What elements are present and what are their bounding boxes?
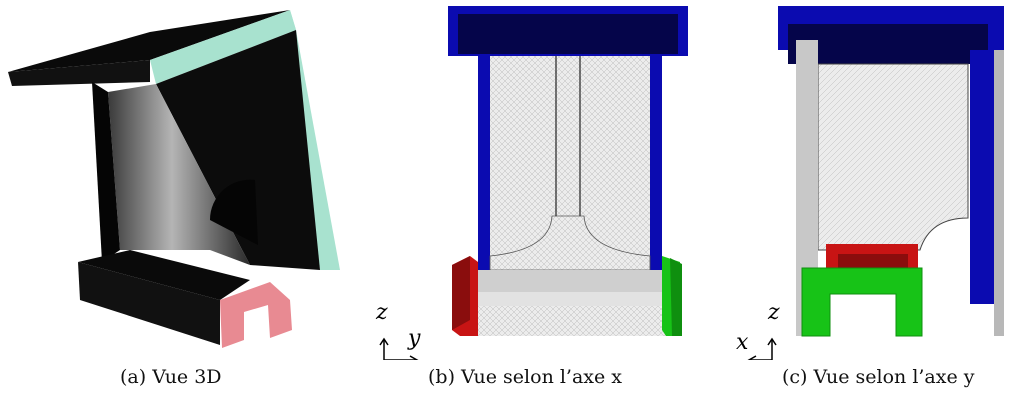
axis-triad-b: [379, 337, 419, 360]
part-3d-render: [8, 10, 340, 348]
top-flange-dark: [458, 14, 678, 54]
mesh-view-x: [379, 6, 688, 360]
top-flange-front: [8, 60, 150, 86]
web-edge: [92, 82, 120, 262]
right-column-blue: [650, 56, 662, 306]
axis-label-z-b: z: [376, 300, 388, 325]
axis-label-z-c: z: [768, 300, 780, 325]
panel-view-x: z y (b) Vue selon l’axe x: [340, 0, 700, 404]
green-support-shade: [670, 258, 682, 336]
red-support-shade: [452, 256, 470, 330]
right-plate: [290, 10, 340, 270]
mesh-web: [556, 56, 580, 216]
mesh-left-panel: [490, 56, 556, 256]
bottom-layer-1: [472, 270, 668, 292]
top-flange-dark-c: [788, 24, 988, 64]
bottom-layer-2: [468, 292, 676, 306]
caption-c: (c) Vue selon l’axe y: [782, 366, 975, 388]
mesh-view-y: [747, 6, 1004, 360]
caption-b: (b) Vue selon l’axe x: [428, 366, 622, 388]
bottom-flange: [78, 250, 250, 300]
red-support-c-dark: [838, 254, 908, 268]
bottom-flange-front: [78, 262, 220, 345]
pink-support: [220, 282, 292, 348]
mint-face: [150, 10, 296, 84]
mesh-web-c: [817, 63, 969, 251]
bottom-layer-3: [470, 306, 674, 336]
green-support-c: [801, 267, 923, 337]
panel-3d-view: (a) Vue 3D: [0, 0, 340, 404]
left-edge-gray-c: [796, 40, 818, 336]
web-fillet: [489, 215, 651, 271]
panel-view-y: z x (c) Vue selon l’axe y: [700, 0, 1010, 404]
mesh-right-panel: [580, 56, 650, 256]
right-plate-side: [156, 30, 320, 270]
right-column-gray-c: [994, 50, 1004, 336]
cutout: [209, 179, 258, 245]
left-column-blue: [478, 56, 490, 306]
top-flange: [8, 10, 290, 72]
axis-triad-c: [747, 337, 777, 360]
right-column-blue-c: [970, 50, 994, 304]
caption-a: (a) Vue 3D: [120, 366, 222, 388]
axis-label-y-b: y: [408, 326, 421, 351]
axis-label-x-c: x: [736, 330, 749, 355]
